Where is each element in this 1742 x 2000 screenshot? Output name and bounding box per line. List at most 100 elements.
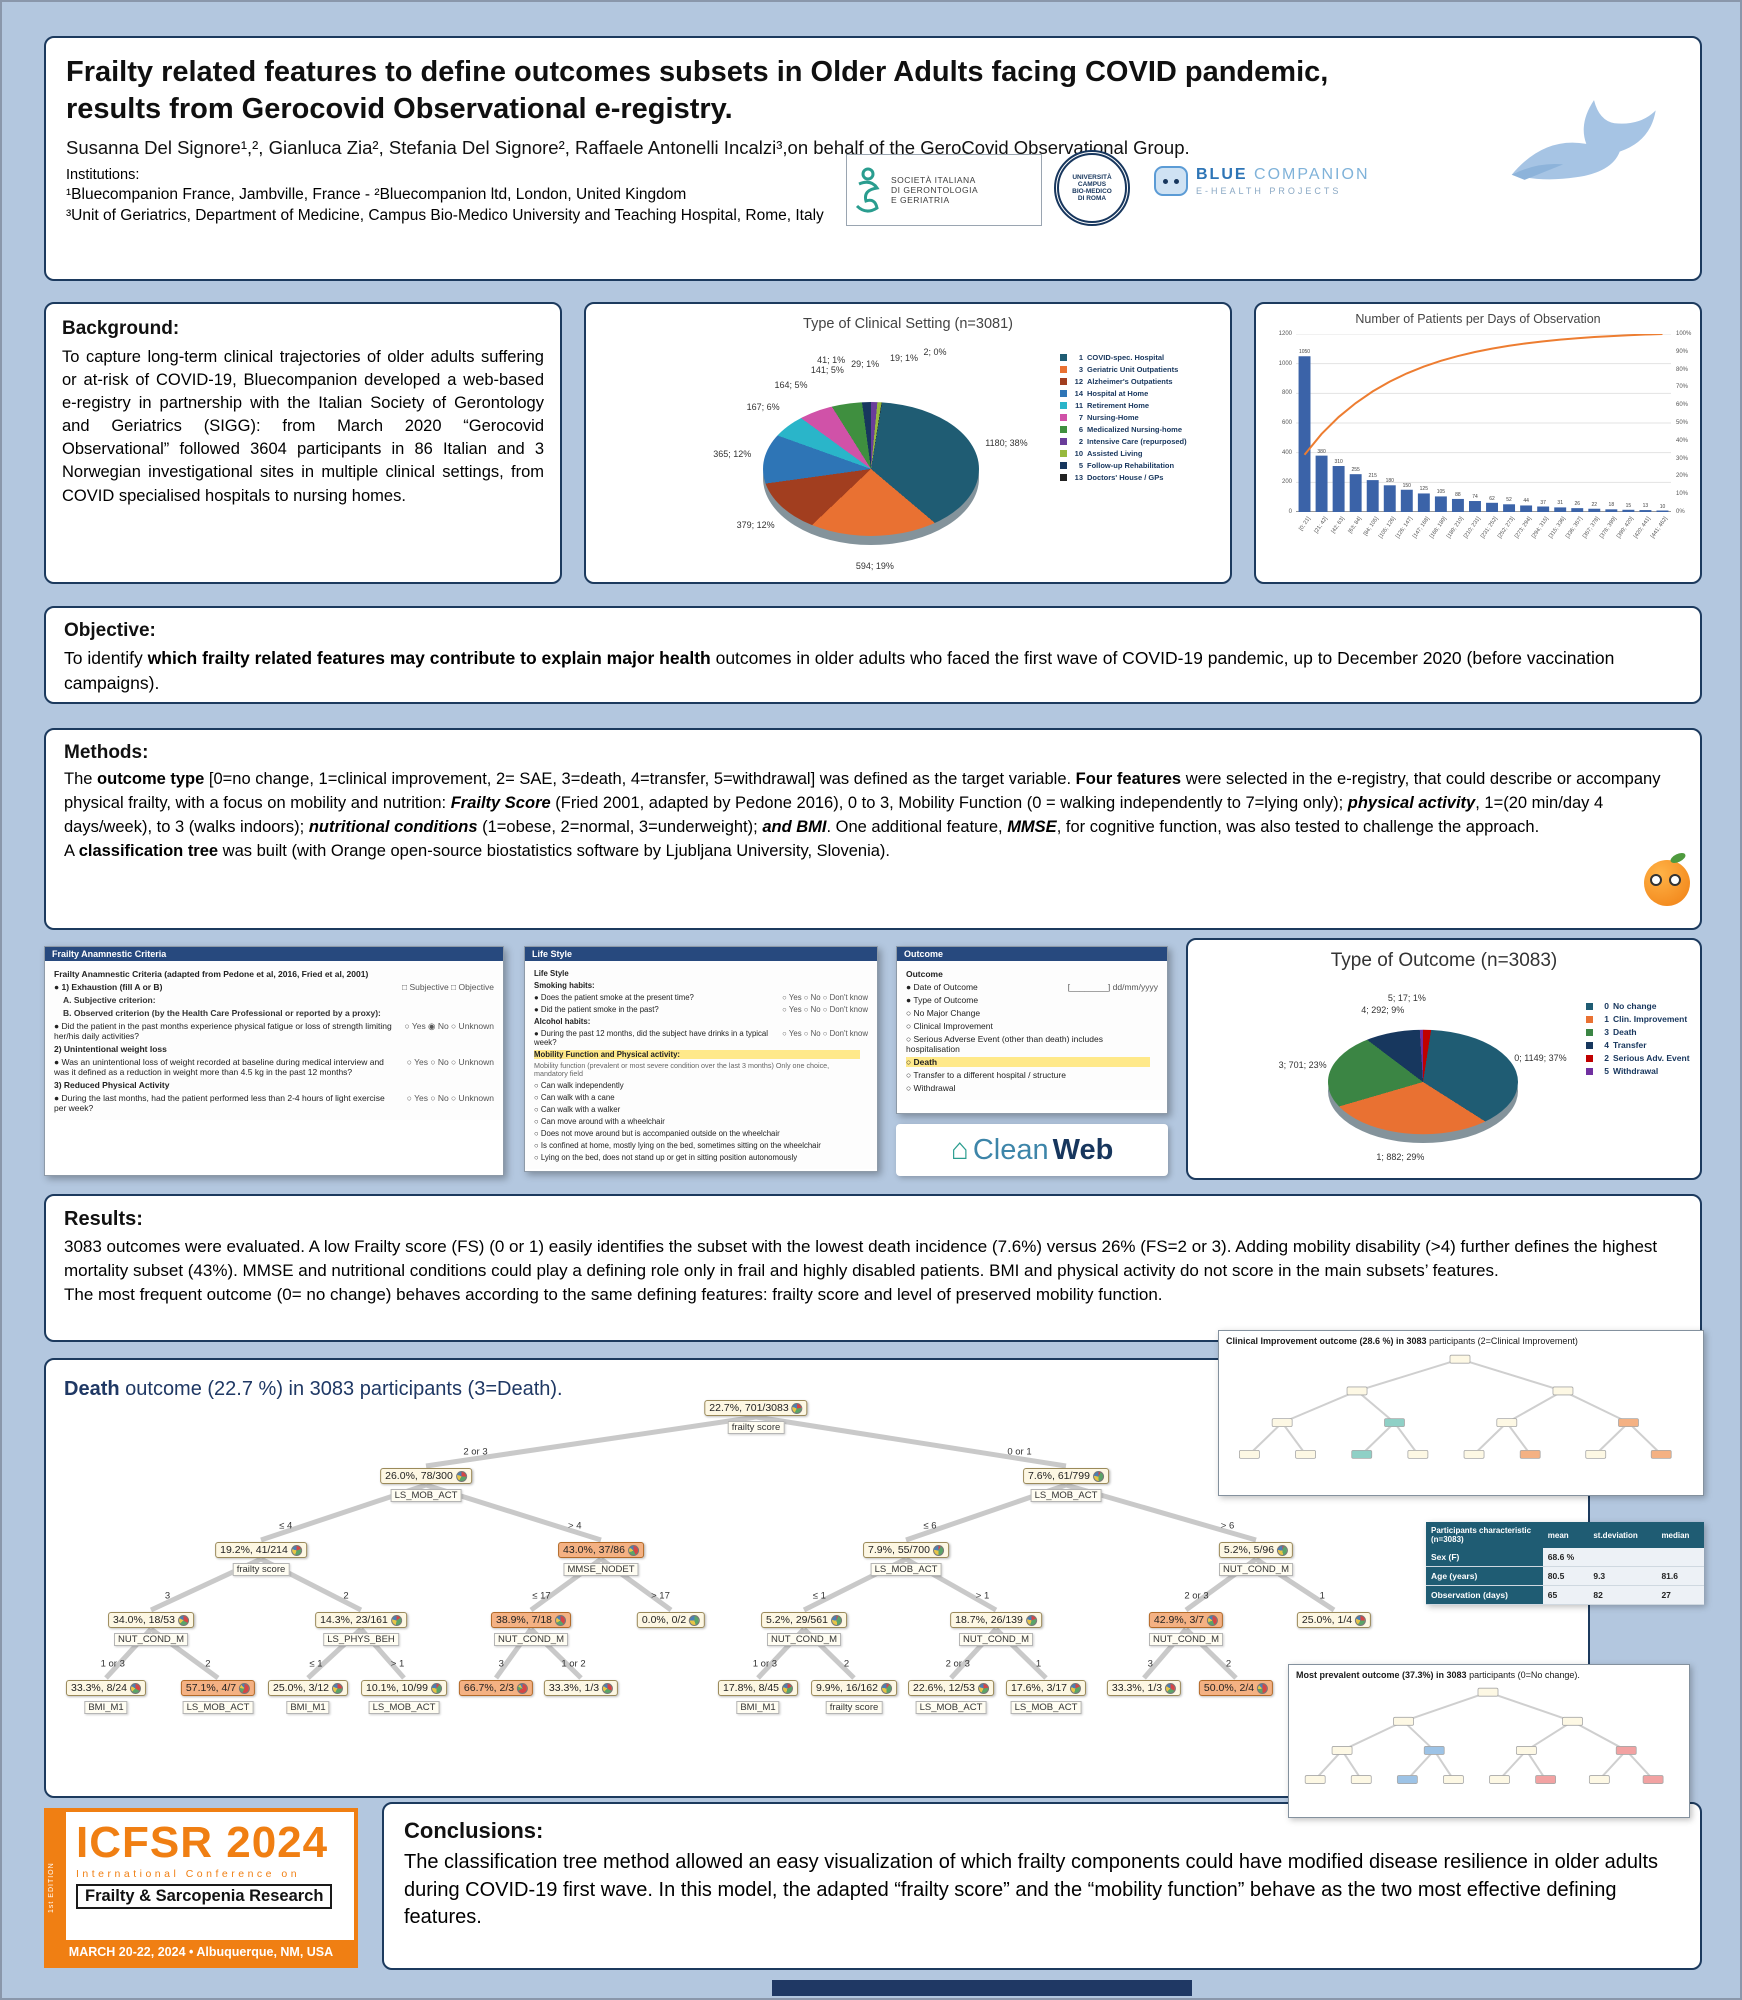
radio-options[interactable]: ○ Yes ○ No ○ Unknown [406,1056,494,1067]
sigg-icon [855,167,880,213]
tree-node-value: 7.9%, 55/700 [868,1544,930,1556]
col-header: mean [1542,1522,1589,1548]
form-question: ● Was an unintentional loss of weight re… [54,1056,384,1077]
clinical-improvement-tree-thumbnail: Clinical Improvement outcome (28.6 %) in… [1218,1330,1704,1496]
legend-item: 13 Doctors' House / GPs [1060,473,1228,482]
bar-value-label: 31 [1557,500,1563,507]
pct-axis-tick: 90% [1676,348,1689,355]
legend-swatch [1060,414,1067,421]
form-row[interactable]: ○ Withdrawal [906,1081,1158,1094]
form-question: 3) Reduced Physical Activity [54,1079,170,1090]
radio-options[interactable]: ○ Yes ○ No ○ Don't know [782,1004,868,1014]
objective-section: Objective: To identify which frailty rel… [44,606,1702,704]
form-row[interactable]: ○ Can walk independently [534,1079,868,1091]
radio-options[interactable]: ○ Yes ○ No ○ Don't know [782,992,868,1002]
legend-swatch [1060,462,1067,469]
class-distribution-pie-icon [880,1682,892,1694]
legend-label: Clin. Improvement [1613,1014,1688,1024]
form-row: Frailty Anamnestic Criteria (adapted fro… [54,967,494,980]
pie-slice-label: 5; 17; 1% [1387,992,1426,1003]
class-distribution-pie-icon [332,1682,344,1694]
legend-key: 1 [1604,1014,1609,1024]
form-row[interactable]: ○ Clinical Improvement [906,1019,1158,1032]
form-row[interactable]: ● Was an unintentional loss of weight re… [54,1055,494,1078]
bar-value-label: 380 [1317,448,1326,455]
form-row[interactable]: ● Did the patient in the past months exp… [54,1019,494,1042]
tree-split-attribute: NUT_COND_M [1149,1633,1223,1646]
form-row[interactable]: ○ Transfer to a different hospital / str… [906,1068,1158,1081]
y-axis-tick: 1000 [1278,360,1292,367]
tree-node-value: 10.1%, 10/99 [366,1682,428,1694]
radio-options[interactable]: ○ Yes ◉ No ○ Unknown [404,1020,494,1031]
legend-swatch [1060,438,1067,445]
legend-key: 13 [1074,473,1083,482]
form-row[interactable]: ○ Does not move around but is accompanie… [534,1127,868,1139]
cell-mean: 80.5 [1542,1566,1589,1586]
form-row: Mobility Function and Physical activity: [534,1048,868,1060]
conclusions-heading: Conclusions: [404,1818,544,1843]
bar-value-label: 52 [1506,497,1512,504]
icfsr-edition: 1st EDITION [48,1812,66,1964]
form-row[interactable]: ○ Can walk with a cane [534,1091,868,1103]
radio-options[interactable]: ○ Yes ○ No ○ Don't know [782,1028,868,1038]
row-label: Age (years) [1426,1566,1543,1586]
tree-node: 9.9%, 16/162 [811,1680,897,1696]
tree-edge-label: 1 or 3 [752,1658,778,1670]
tree-edge-label: ≤ 17 [532,1590,551,1602]
radio-options[interactable]: □ Subjective □ Objective [401,981,494,992]
tree-node-value: 22.6%, 12/53 [913,1682,975,1694]
bird-logo-icon [1511,100,1656,180]
class-distribution-pie-icon [455,1470,467,1482]
thumbnail-title: Most prevalent outcome (37.3%) in 3083 p… [1296,1670,1580,1680]
legend-item: 1 Clin. Improvement [1586,1014,1700,1024]
legend-key: 5 [1078,461,1083,470]
tree-split-attribute: NUT_COND_M [959,1633,1033,1646]
tree-node-value: 25.0%, 1/4 [1301,1614,1353,1626]
form-row[interactable]: ● Does the patient smoke at the present … [534,991,868,1003]
form-row[interactable]: ● 1) Exhaustion (fill A or B) □ Subjecti… [54,980,494,993]
tree-node: 57.1%, 4/7 [180,1680,256,1696]
form-row[interactable]: ● Date of Outcome [________] dd/mm/yyyy [906,980,1158,993]
legend-item: 5 Withdrawal [1586,1066,1700,1076]
form-question: ● Type of Outcome [906,994,979,1005]
tree-node: 33.3%, 8/24 [65,1680,147,1696]
bar-chart-canvas [1296,333,1671,512]
tree-node: 34.0%, 18/53 [108,1612,194,1628]
class-distribution-pie-icon [830,1614,842,1626]
form-row[interactable]: ● During the past 12 months, did the sub… [534,1027,868,1048]
tree-edge-label: ≤ 4 [279,1520,293,1532]
results-heading: Results: [64,1208,143,1230]
form-row[interactable]: ○ Can walk with a walker [534,1103,868,1115]
methods-heading: Methods: [64,742,149,763]
tree-split-attribute: frailty score [727,1421,785,1434]
bar-value-label: 13 [1642,503,1649,510]
legend-key: 10 [1074,449,1083,458]
form-row[interactable]: ○ Is confined at home, mostly lying on t… [534,1139,868,1151]
legend-key: 5 [1604,1066,1609,1076]
y-axis-tick: 600 [1281,420,1292,426]
radio-options[interactable]: [________] dd/mm/yyyy [1067,981,1158,992]
class-distribution-pie-icon [239,1682,251,1694]
form-row[interactable]: ○ Serious Adverse Event (other than deat… [906,1032,1158,1055]
tree-node-value: 5.2%, 29/561 [766,1614,828,1626]
legend-swatch [1060,474,1067,481]
form-row[interactable]: ● During the last months, had the patien… [54,1091,494,1114]
class-distribution-pie-icon [1207,1614,1219,1626]
tree-split-attribute: LS_MOB_ACT [870,1563,942,1576]
pie-slice-label: 41; 1% [817,354,846,365]
form-row[interactable]: ○ Can move around with a wheelchair [534,1115,868,1127]
form-row[interactable]: ○ Death [906,1055,1158,1068]
mini-tree-figure [1226,1347,1696,1474]
tree-edge-label: > 4 [568,1520,582,1532]
background-body: To capture long-term clinical trajectori… [62,348,544,505]
row-label: Observation (days) [1426,1585,1543,1605]
form-row[interactable]: ● Did the patient smoke in the past? ○ Y… [534,1003,868,1015]
form-question: Smoking habits: [534,980,595,990]
form-row[interactable]: ○ Lying on the bed, does not stand up or… [534,1151,868,1163]
radio-options[interactable]: ○ Yes ○ No ○ Unknown [406,1092,494,1103]
tree-edge-label: 3 [498,1658,504,1670]
form-row[interactable]: ○ No Major Change [906,1006,1158,1019]
clinical-setting-pie: 29; 1%19; 1%2; 0%1180; 38%594; 19%379; 1… [586,304,1230,582]
legend-item: 3 Death [1586,1027,1700,1037]
